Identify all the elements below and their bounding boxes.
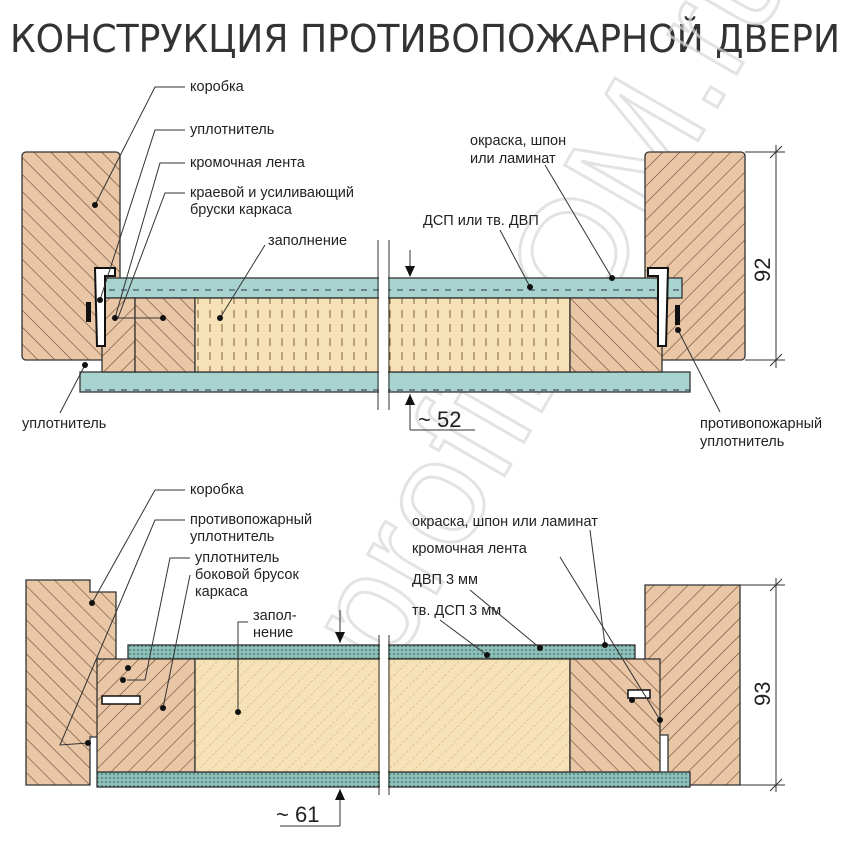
thickness-value: ~ 61 [276,802,319,827]
door-top-panel [101,277,683,299]
right-seal [647,267,670,347]
left-side-bar [96,658,196,773]
label-side-bar-1: боковой брусок [195,567,299,583]
height-value: 93 [750,682,775,706]
label-filling-1: запол- [253,608,297,624]
label-finish-2: или ламинат [470,151,556,167]
label-filling: заполнение [268,233,347,249]
thickness-dimension-top: ~ 52 [405,250,475,432]
left-seal [101,695,141,705]
thickness-dimension-bottom: ~ 61 [276,610,345,827]
page-title: КОНСТРУКЦИЯ ПРОТИВОПОЖАРНОЙ ДВЕРИ [10,17,840,61]
right-fire-seal [675,305,680,325]
break-gap [379,240,388,410]
label-bars-2: бруски каркаса [190,202,293,218]
left-edge-bar [101,297,136,373]
label-finish-1: окраска, шпон [470,133,566,149]
door-bottom-panel [96,771,691,788]
label-fire-seal-1: противопожарный [190,512,312,528]
label-side-bar-2: каркаса [195,584,249,600]
break-gap [380,635,388,795]
label-hdf: ДВП 3 мм [412,572,478,588]
label-fire-seal-2: уплотнитель [700,434,784,450]
label-box: коробка [190,482,245,498]
label-fire-seal-2: уплотнитель [190,529,274,545]
height-dimension-top: 92 [745,145,785,368]
right-seal [627,689,651,699]
label-edge-tape: кромочная лента [412,541,528,557]
label-chipboard: тв. ДСП 3 мм [412,603,501,619]
right-frame [644,151,746,361]
label-seal: уплотнитель [195,550,279,566]
label-finish: окраска, шпон или ламинат [412,514,598,530]
label-edge-tape: кромочная лента [190,155,306,171]
top-section: ~ 52 92 коробка уплотнитель кромочная ле… [21,79,822,450]
left-seal [93,267,116,347]
bottom-section: ~ 61 93 коробка противопожарный уплотнит… [25,482,785,827]
height-value: 92 [750,258,775,282]
label-fire-seal-1: противопожарный [700,416,822,432]
right-side-bar [569,658,661,773]
left-reinforcing-bar [134,297,196,373]
label-box: коробка [190,79,245,95]
label-filling-2: нение [253,625,293,641]
label-board: ДСП или тв. ДВП [423,213,539,229]
label-seal: уплотнитель [190,122,274,138]
height-dimension-bottom: 93 [740,578,785,792]
label-bars-1: краевой и усиливающий [190,185,354,201]
right-bars [569,297,663,373]
left-fire-seal [86,302,91,322]
thickness-value: ~ 52 [418,407,461,432]
label-seal-bottom: уплотнитель [22,416,106,432]
